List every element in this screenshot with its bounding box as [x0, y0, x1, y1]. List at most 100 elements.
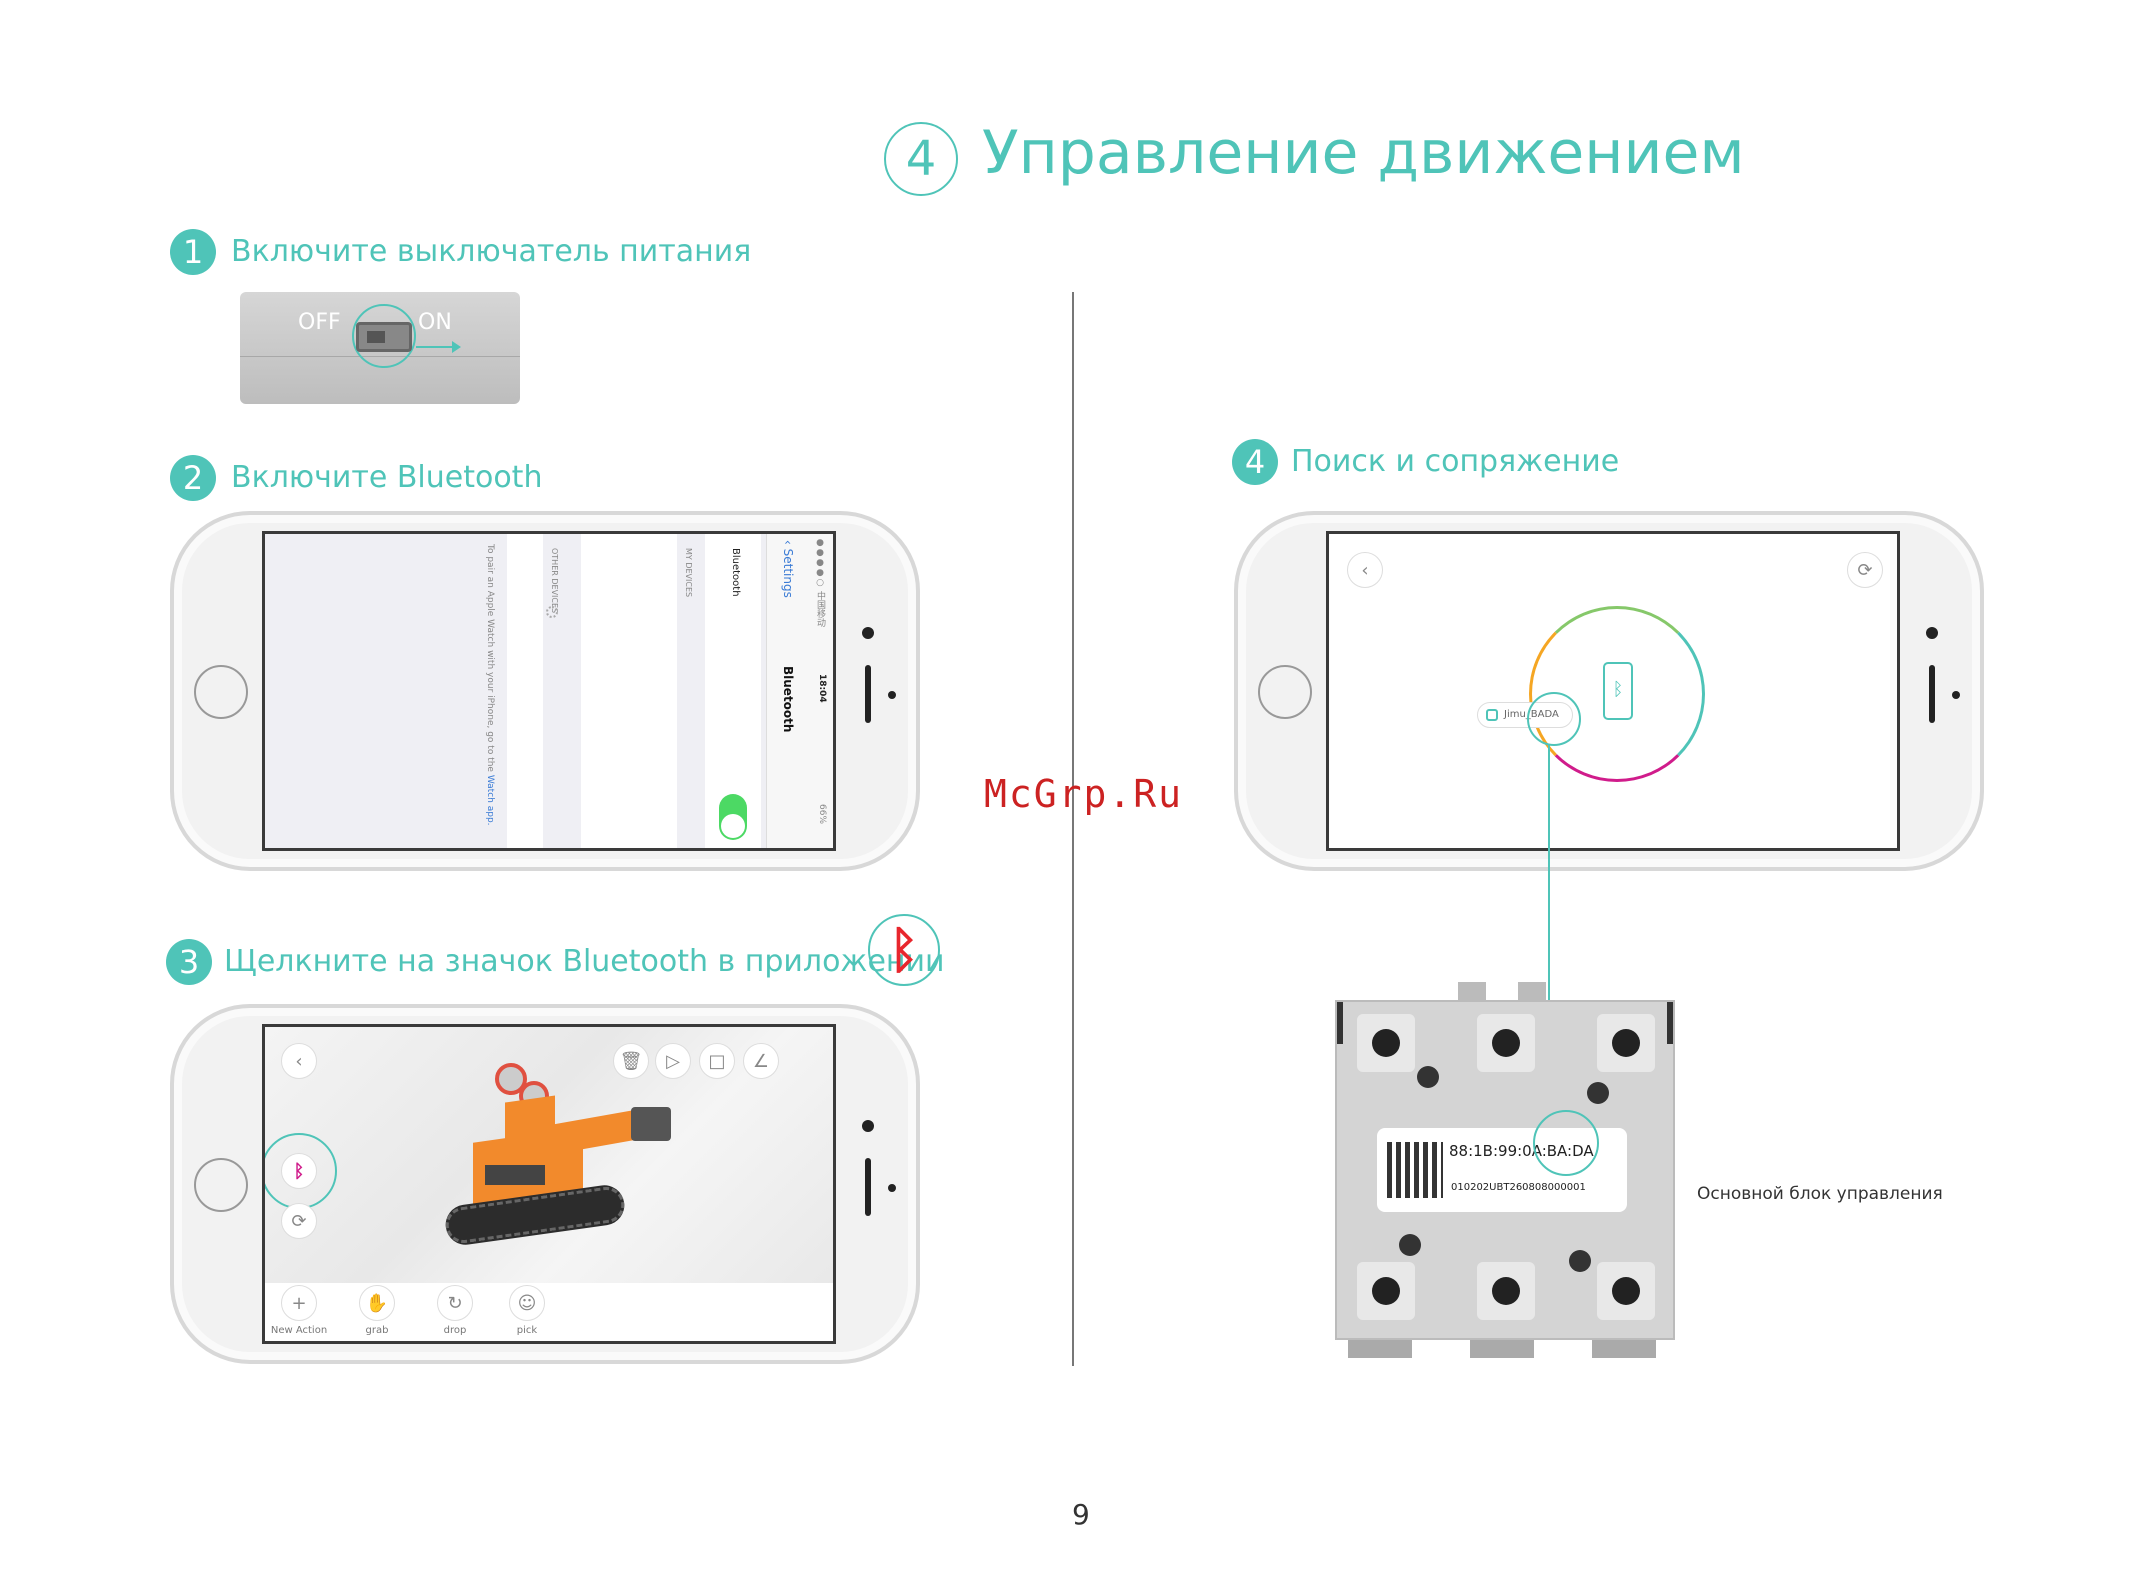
jimu-app-screen: ‹ 🗑 ▷ □ ∠ ᛒ ⟳ + New Action ✋ grab ↻ dr — [262, 1024, 836, 1344]
page-number: 9 — [1072, 1498, 1090, 1531]
action-bar — [265, 1283, 833, 1341]
sensor — [888, 691, 896, 699]
home-button — [1258, 665, 1312, 719]
chevron-left-icon: ‹ — [1361, 559, 1369, 581]
column-divider — [1072, 292, 1074, 1366]
bluetooth-toggle-switch[interactable] — [719, 794, 747, 840]
earpiece — [1929, 665, 1935, 723]
delete-button[interactable]: 🗑 — [613, 1043, 649, 1079]
trash-icon: 🗑 — [619, 1050, 643, 1072]
refresh-icon: ⟳ — [291, 1210, 307, 1232]
grab-icon: ✋ — [365, 1292, 389, 1314]
pairing-refresh-button[interactable]: ⟳ — [1847, 552, 1883, 588]
action-grab-button[interactable]: ✋ — [359, 1285, 395, 1321]
sensor — [1952, 691, 1960, 699]
action-pick-button[interactable]: ☺ — [509, 1285, 545, 1321]
front-camera — [1926, 627, 1938, 639]
refresh-icon: ⟳ — [1857, 559, 1873, 581]
search-ring — [1529, 606, 1705, 782]
plus-icon: + — [291, 1292, 307, 1314]
action-new-label: New Action — [270, 1325, 328, 1336]
pick-icon: ☺ — [517, 1292, 537, 1314]
robot-illustration — [443, 1055, 685, 1255]
phone-pairing: ‹ ⟳ ᛒ Jimu_BADA — [1234, 511, 1984, 871]
pairing-back-button[interactable]: ‹ — [1347, 552, 1383, 588]
stop-button[interactable]: □ — [699, 1043, 735, 1079]
step-4-number: 4 — [1232, 439, 1278, 485]
earpiece — [865, 665, 871, 723]
bluetooth-connect-button[interactable]: ᛒ — [281, 1153, 317, 1189]
my-devices-list — [581, 534, 677, 848]
play-button[interactable]: ▷ — [655, 1043, 691, 1079]
step-1-title: Включите выключатель питания — [231, 234, 752, 269]
watch-hint: To pair an Apple Watch with your iPhone,… — [485, 544, 495, 826]
angle-icon: ∠ — [752, 1050, 770, 1072]
phone-bluetooth-settings: ●●●●○ 中国移动 18:04 66% ‹ Settings Bluetoot… — [170, 511, 920, 871]
servo-port — [1357, 1262, 1415, 1320]
page-title: Управление движением — [982, 118, 1745, 188]
action-pick-label: pick — [516, 1325, 538, 1336]
power-switch-illustration: OFF ON — [240, 292, 520, 404]
action-new-button[interactable]: + — [281, 1285, 317, 1321]
play-icon: ▷ — [666, 1050, 680, 1072]
home-button — [194, 1158, 248, 1212]
mac-highlight-ring — [1533, 1110, 1599, 1176]
switch-off-label: OFF — [298, 310, 341, 335]
ios-settings-screen: ●●●●○ 中国移动 18:04 66% ‹ Settings Bluetoot… — [262, 531, 836, 851]
action-drop-button[interactable]: ↻ — [437, 1285, 473, 1321]
front-camera — [862, 627, 874, 639]
back-chevron-icon: ‹ — [781, 540, 795, 549]
robot-icon — [1486, 709, 1498, 721]
step-2-title: Включите Bluetooth — [231, 460, 543, 495]
app-back-button[interactable]: ‹ — [281, 1043, 317, 1079]
phone-bluetooth-icon: ᛒ — [1603, 662, 1633, 720]
other-devices-list — [507, 534, 543, 848]
phone-jimu-app: ‹ 🗑 ▷ □ ∠ ᛒ ⟳ + New Action ✋ grab ↻ dr — [170, 1004, 920, 1364]
drop-icon: ↻ — [447, 1292, 463, 1314]
chevron-left-icon: ‹ — [295, 1050, 303, 1072]
servo-port — [1477, 1014, 1535, 1072]
power-switch-knob[interactable] — [356, 322, 412, 352]
action-drop-label: drop — [443, 1325, 467, 1336]
bluetooth-row-label: Bluetooth — [730, 548, 741, 597]
watermark: McGrp.Ru — [984, 772, 1184, 816]
home-button — [194, 665, 248, 719]
header-number-circle: 4 — [884, 122, 958, 196]
earpiece — [865, 1158, 871, 1216]
my-devices-header: MY DEVICES — [684, 548, 693, 598]
servo-port — [1597, 1014, 1655, 1072]
step-3-number: 3 — [166, 939, 212, 985]
step-2-number: 2 — [170, 455, 216, 501]
serial-number: 010202UBT260808000001 — [1451, 1182, 1586, 1193]
main-controller-illustration: 88:1B:99:0A:BA:DA 010202UBT260808000001 — [1335, 1000, 1675, 1340]
servo-port — [1477, 1262, 1535, 1320]
step-3-title: Щелкните на значок Bluetooth в приложени… — [224, 944, 945, 979]
settings-back-label: Settings — [781, 548, 795, 598]
stop-icon: □ — [708, 1050, 726, 1072]
other-devices-header: OTHER DEVICES — [550, 548, 559, 614]
status-carrier: ●●●●○ 中国移动 — [815, 538, 825, 627]
switch-highlight-ring — [352, 304, 416, 368]
sensor — [888, 1184, 896, 1192]
reset-button[interactable]: ⟳ — [281, 1203, 317, 1239]
loading-spinner-icon — [546, 606, 558, 618]
step-1-number: 1 — [170, 229, 216, 275]
servo-port — [1597, 1262, 1655, 1320]
servo-port — [1357, 1014, 1415, 1072]
connector-line — [1548, 745, 1550, 1143]
bluetooth-icon: ᛒ — [293, 1160, 305, 1182]
front-camera — [862, 1120, 874, 1132]
edit-button[interactable]: ∠ — [743, 1043, 779, 1079]
switch-on-label: ON — [418, 310, 452, 335]
pairing-screen: ‹ ⟳ ᛒ Jimu_BADA — [1326, 531, 1900, 851]
controller-caption: Основной блок управления — [1697, 1184, 1943, 1204]
status-time: 18:04 — [817, 674, 827, 703]
switch-arrow — [416, 346, 456, 348]
status-battery: 66% — [817, 804, 827, 825]
watch-app-link[interactable]: Watch app. — [485, 774, 495, 826]
bluetooth-app-icon: ᛒ — [868, 914, 940, 986]
settings-back-link[interactable]: ‹ Settings — [781, 540, 795, 598]
qr-code — [1387, 1142, 1443, 1198]
step-4-title: Поиск и сопряжение — [1291, 444, 1620, 479]
device-highlight-ring — [1527, 692, 1581, 746]
